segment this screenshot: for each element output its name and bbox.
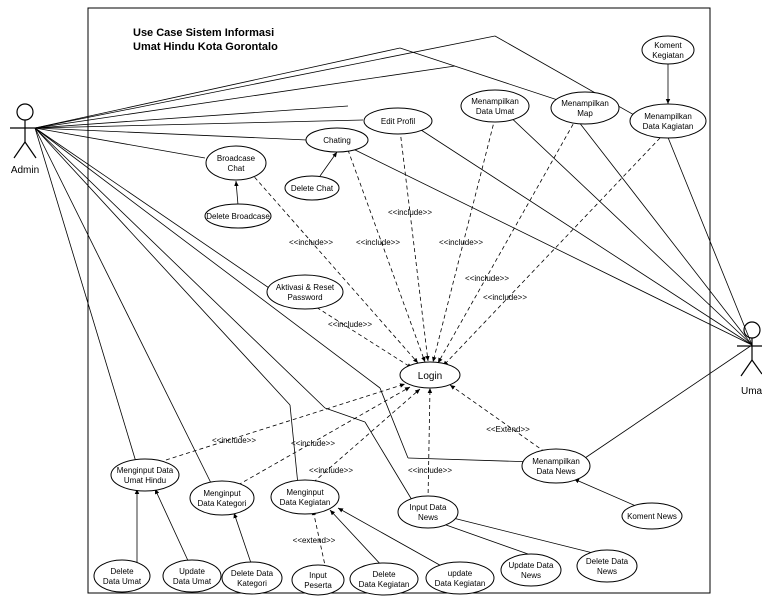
svg-text:News: News	[521, 571, 541, 580]
svg-text:Input Data: Input Data	[410, 503, 447, 512]
svg-text:Menginput: Menginput	[286, 488, 324, 497]
svg-text:Menampilkan: Menampilkan	[561, 99, 609, 108]
use-case-chating: Chating	[305, 127, 369, 153]
svg-text:Aktivasi & Reset: Aktivasi & Reset	[276, 283, 335, 292]
use-case-menginput-data-umat-hindu: Menginput Data Umat Hindu	[110, 458, 180, 492]
svg-text:Koment News: Koment News	[627, 512, 677, 521]
label-include-editprofil: <<include>>	[388, 208, 432, 217]
label-extend-news: <<Extend>>	[486, 425, 530, 434]
svg-text:Data Kegiatan: Data Kegiatan	[359, 580, 410, 589]
label-include-chating: <<include>>	[356, 238, 400, 247]
svg-text:Peserta: Peserta	[304, 581, 332, 590]
diagram-title-line-1: Use Case Sistem Informasi	[133, 27, 274, 39]
label-include-dataumat: <<include>>	[439, 238, 483, 247]
svg-text:Chating: Chating	[323, 136, 351, 145]
svg-text:Data Kagiatan: Data Kagiatan	[643, 122, 694, 131]
use-case-delete-data-kategori: Delete Data Kategori	[221, 561, 283, 595]
svg-text:Map: Map	[577, 109, 593, 118]
svg-text:Update Data: Update Data	[509, 561, 554, 570]
svg-text:Data Kegiatan: Data Kegiatan	[435, 579, 486, 588]
svg-text:Chat: Chat	[228, 164, 246, 173]
svg-text:update: update	[448, 569, 473, 578]
use-case-broadcast-chat: Broadcase Chat	[205, 145, 267, 181]
use-case-menampilkan-data-news: Menampilkan Data News	[521, 448, 591, 484]
use-case-aktivasi-reset-password: Aktivasi & Reset Password	[266, 274, 344, 310]
label-include-inputkegiatan: <<include>>	[309, 466, 353, 475]
use-case-login: Login	[399, 361, 461, 389]
svg-text:Menginput Data: Menginput Data	[117, 466, 174, 475]
actor-admin-label: Admin	[11, 165, 39, 176]
umat-associations	[344, 107, 753, 459]
svg-text:Delete: Delete	[372, 570, 396, 579]
svg-text:News: News	[418, 513, 438, 522]
label-include-inputnews: <<include>>	[408, 466, 452, 475]
use-case-delete-data-news: Delete Data News	[576, 549, 638, 583]
use-case-update-data-umat: Update Data Umat	[162, 559, 222, 593]
use-case-koment-news: Koment News	[621, 502, 683, 530]
use-case-delete-broadcast: Delete Broadcase	[204, 203, 272, 229]
use-case-koment-kegiatan: Koment Kegiatan	[641, 35, 695, 65]
use-case-menampilkan-data-umat: Menampilkan Data Umat	[460, 89, 530, 123]
svg-text:Update: Update	[179, 567, 205, 576]
use-case-delete-chat: Delete Chat	[284, 175, 340, 201]
svg-text:Data Kegiatan: Data Kegiatan	[280, 498, 331, 507]
use-case-update-data-kegiatan: update Data Kegiatan	[425, 561, 495, 595]
svg-text:Data Umat: Data Umat	[173, 577, 212, 586]
admin-head-icon	[16, 103, 34, 121]
svg-text:Data Kategori: Data Kategori	[198, 499, 247, 508]
association-arrows	[134, 63, 671, 569]
svg-text:Broadcase: Broadcase	[217, 154, 256, 163]
actor-umat: Umat	[737, 321, 762, 397]
svg-text:Delete: Delete	[110, 567, 134, 576]
svg-text:Delete Data: Delete Data	[586, 557, 629, 566]
label-include-broadcast: <<include>>	[289, 238, 333, 247]
svg-text:Kategori: Kategori	[237, 579, 267, 588]
use-case-delete-data-umat: Delete Data Umat	[93, 559, 151, 593]
svg-text:Menampilkan: Menampilkan	[532, 457, 580, 466]
svg-text:Delete Data: Delete Data	[231, 569, 274, 578]
label-include-inputumat: <<include>>	[212, 436, 256, 445]
svg-text:Koment: Koment	[654, 41, 682, 50]
svg-text:Delete Broadcase: Delete Broadcase	[206, 212, 270, 221]
label-include-kegiatan: <<include>>	[483, 293, 527, 302]
use-case-edit-profil: Edit Profil	[363, 107, 433, 135]
svg-text:Data News: Data News	[536, 467, 575, 476]
svg-text:Umat Hindu: Umat Hindu	[124, 476, 166, 485]
actor-admin: Admin	[10, 103, 40, 176]
label-include-aktivasi: <<include>>	[328, 320, 372, 329]
svg-text:Data Umat: Data Umat	[103, 577, 142, 586]
svg-text:Menginput: Menginput	[203, 489, 241, 498]
label-include-inputkategori: <<include>>	[291, 439, 335, 448]
use-case-menampilkan-map: Menampilkan Map	[550, 91, 620, 125]
use-case-menginput-data-kategori: Menginput Data Kategori	[189, 480, 255, 516]
svg-text:Login: Login	[418, 371, 442, 382]
svg-text:News: News	[597, 567, 617, 576]
use-case-menampilkan-data-kegiatan: Menampilkan Data Kagiatan	[629, 103, 707, 139]
use-case-menginput-data-kegiatan: Menginput Data Kegiatan	[270, 479, 340, 515]
svg-text:Input: Input	[309, 571, 328, 580]
svg-text:Password: Password	[287, 293, 322, 302]
svg-text:Kegiatan: Kegiatan	[652, 51, 684, 60]
svg-text:Edit Profil: Edit Profil	[381, 117, 415, 126]
label-extend-peserta: <<extend>>	[293, 536, 336, 545]
svg-text:Delete Chat: Delete Chat	[291, 184, 334, 193]
svg-text:Menampilkan: Menampilkan	[644, 112, 692, 121]
svg-text:Menampilkan: Menampilkan	[471, 97, 519, 106]
use-case-delete-data-kegiatan: Delete Data Kegiatan	[349, 562, 419, 596]
label-include-map: <<include>>	[465, 274, 509, 283]
use-case-update-data-news: Update Data News	[500, 553, 562, 587]
svg-text:Data Umat: Data Umat	[476, 107, 515, 116]
use-case-input-data-news: Input Data News	[397, 495, 459, 529]
diagram-title-line-2: Umat Hindu Kota Gorontalo	[133, 41, 278, 53]
actor-umat-label: Umat	[741, 386, 762, 397]
umat-head-icon	[743, 321, 761, 339]
use-case-input-peserta: Input Peserta	[291, 564, 345, 596]
dependency-lines	[165, 111, 661, 571]
